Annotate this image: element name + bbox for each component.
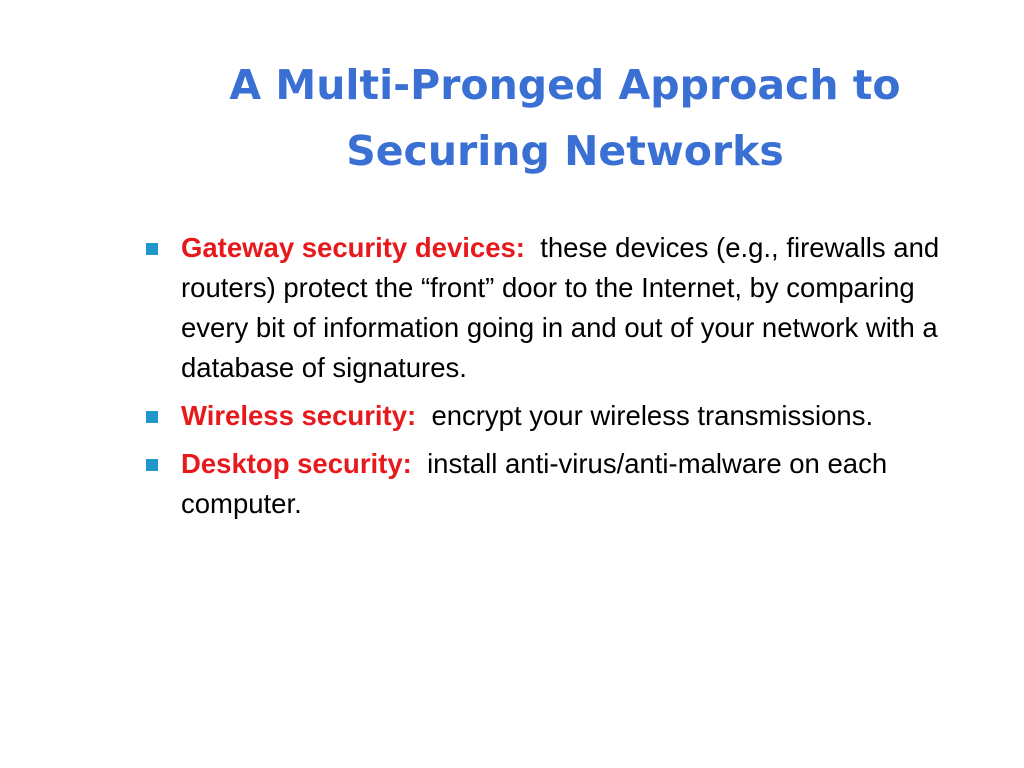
bullet-gateway-security: Gateway security devices: these devices …	[140, 228, 985, 388]
slide-title-line-2: Securing Networks	[346, 127, 784, 175]
square-bullet-icon	[146, 411, 158, 423]
bullet-term: Gateway security devices:	[181, 232, 525, 263]
bullet-list: Gateway security devices: these devices …	[140, 228, 985, 524]
bullet-text: install anti-virus/anti-malware on each …	[181, 448, 888, 519]
bullet-term: Desktop security:	[181, 448, 412, 479]
bullet-desktop-security: Desktop security: install anti-virus/ant…	[140, 444, 985, 524]
slide-title: A Multi-Pronged Approach to Securing Netw…	[150, 52, 980, 184]
slide-title-line-1: A Multi-Pronged Approach to	[229, 61, 901, 109]
bullet-term: Wireless security:	[181, 400, 417, 431]
bullet-wireless-security: Wireless security: encrypt your wireless…	[140, 396, 985, 436]
bullet-text: these devices (e.g., firewalls and route…	[181, 232, 940, 383]
bullet-text: encrypt your wireless transmissions.	[431, 400, 874, 431]
square-bullet-icon	[146, 459, 158, 471]
square-bullet-icon	[146, 243, 158, 255]
